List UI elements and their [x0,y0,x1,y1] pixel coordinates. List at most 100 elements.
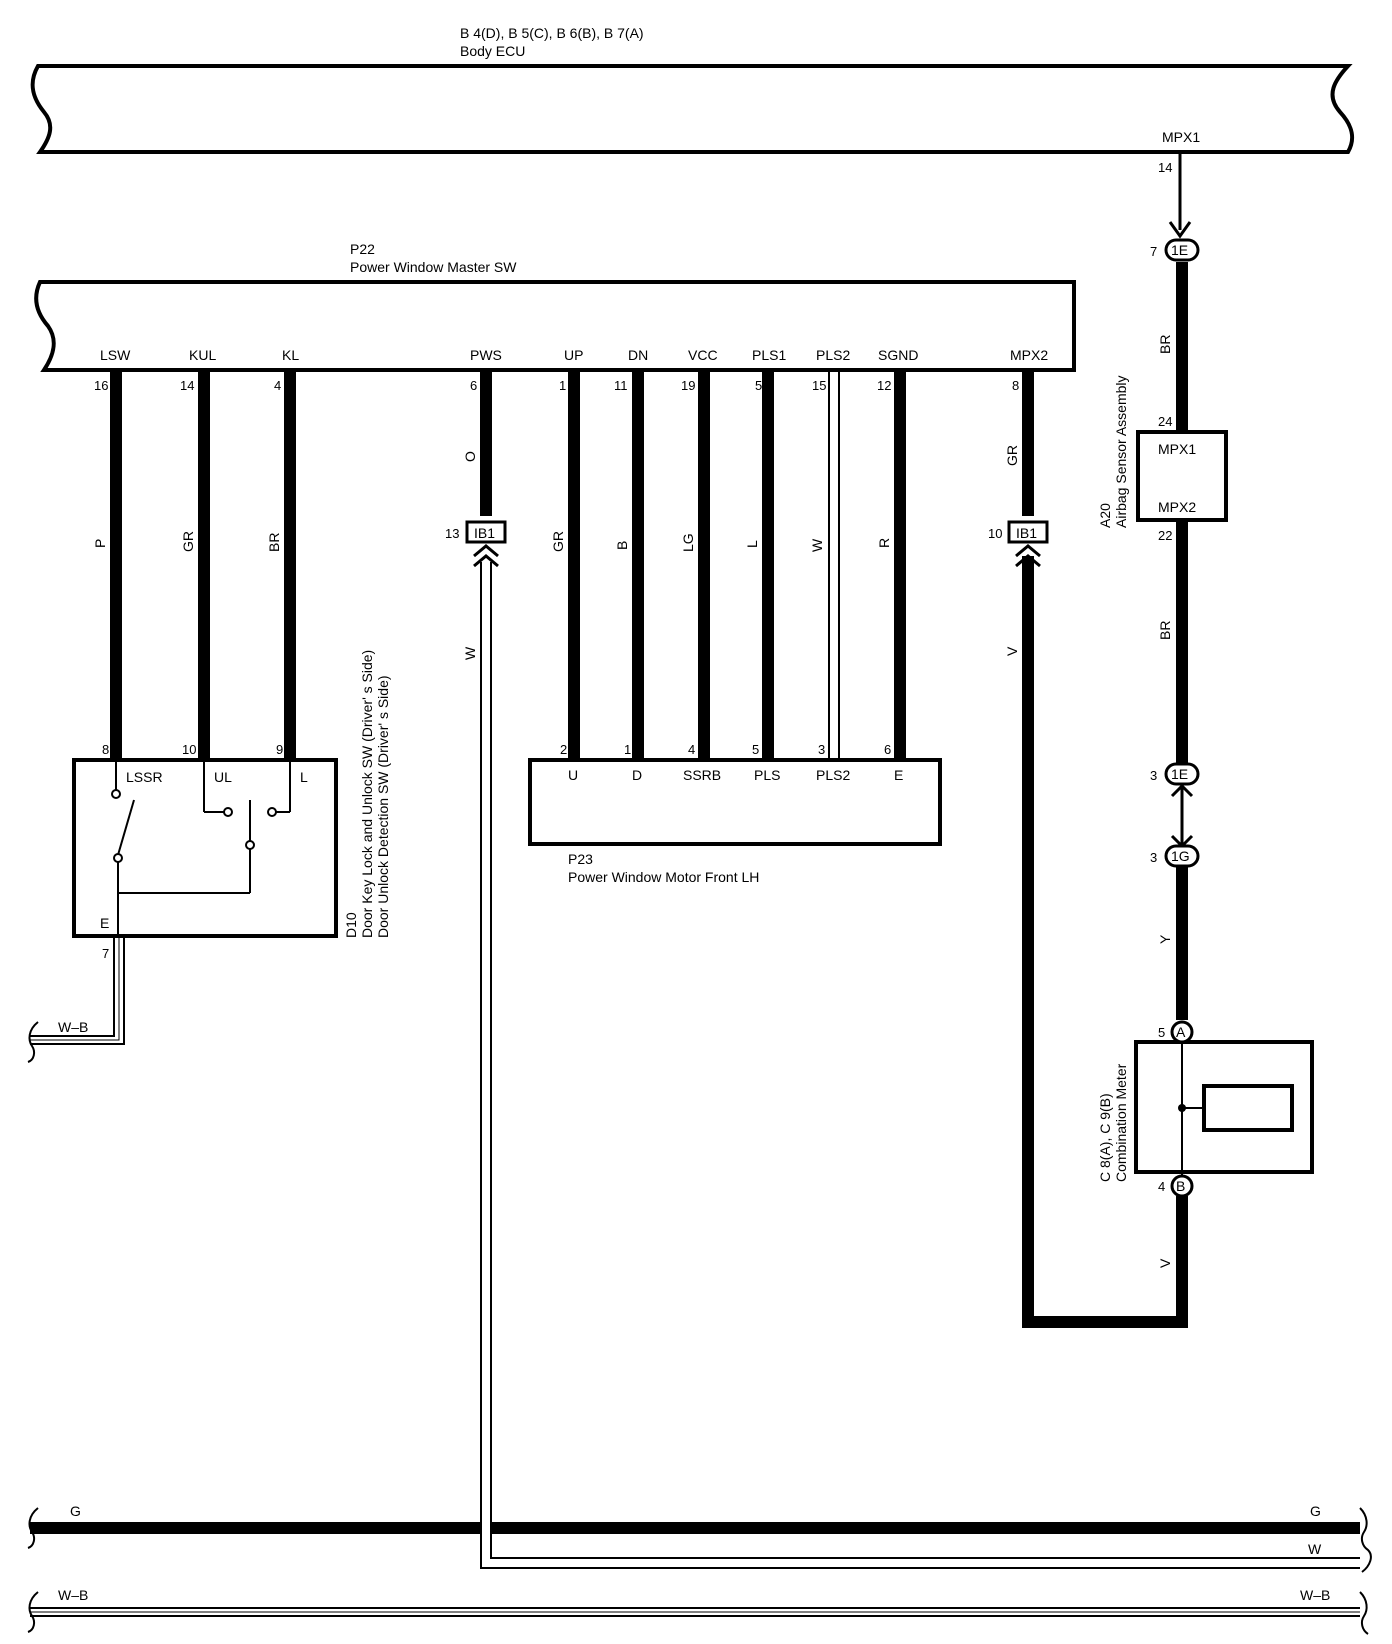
door-sw-pin-9: 9 [276,742,283,757]
door-sw-code: D10 [343,912,359,938]
door-sw-pin-8: 8 [102,742,109,757]
wire-label-pws: O [462,451,478,462]
wire-label-airbag-to-1e: BR [1157,621,1173,640]
door-sw-name-2: Door Unlock Detection SW (Driver' s Side… [375,675,391,938]
wire-label-vcc: LG [680,533,696,552]
connector-1e-1g-link [1170,783,1194,849]
connector-ib1-left-id: IB1 [474,525,495,541]
meter-connector-b: B [1176,1178,1185,1194]
connector-ib1-right-pin: 10 [988,526,1002,541]
motor-pin-3: 3 [818,742,825,757]
door-sw-pin-10: 10 [182,742,196,757]
power-window-motor: U D SSRB PLS PLS2 E 2 1 4 5 3 6 P23 Powe… [528,742,942,885]
bus-wb-label-right: W–B [1300,1587,1330,1603]
motor-terminal-e: E [894,767,903,783]
motor-pin-2: 2 [560,742,567,757]
pin-vcc: 19 [681,378,695,393]
door-sw-terminal-e: E [100,915,109,931]
pws-w-wire [480,562,1360,1569]
meter-name: Combination Meter [1113,1063,1129,1182]
master-sw-name: Power Window Master SW [350,259,517,275]
terminal-kul: KUL [189,347,216,363]
terminal-sgnd: SGND [878,347,918,363]
door-sw-name-1: Door Key Lock and Unlock SW (Driver' s S… [359,650,375,938]
meter-connector-a: A [1176,1024,1186,1040]
airbag-sensor: MPX1 MPX2 24 22 A20 Airbag Sensor Assemb… [1097,375,1228,543]
bus-g-label-left: G [70,1503,81,1519]
door-key-switch: LSSR UL L E 8 10 9 7 D10 Door Key Lock [72,650,391,961]
wire-label-dn: B [614,541,630,550]
wire-label-1g-to-meter: Y [1157,934,1173,944]
motor-pin-1: 1 [624,742,631,757]
body-ecu-code: B 4(D), B 5(C), B 6(B), B 7(A) [460,25,644,41]
bus-g-label-right: G [1310,1503,1321,1519]
motor-terminal-pls: PLS [754,767,780,783]
connector-1e-top-pin: 7 [1150,244,1157,259]
power-window-master-sw: P22 Power Window Master SW [34,241,1076,372]
bus-wb [30,1607,1360,1617]
body-ecu-name: Body ECU [460,43,525,59]
pin-sgnd: 12 [877,378,891,393]
door-sw-terminal-l: L [300,769,308,785]
wire-label-kul: GR [180,531,196,552]
connector-1e-top: 1E 7 [1150,238,1200,262]
connector-ib1-left: IB1 13 [445,520,507,568]
wire-label-pls2: W [809,538,825,552]
pin-pws: 6 [470,378,477,393]
motor-terminal-u: U [568,767,578,783]
airbag-name: Airbag Sensor Assembly [1113,375,1129,528]
airbag-terminal-mpx1: MPX1 [1158,441,1196,457]
body-ecu: B 4(D), B 5(C), B 6(B), B 7(A) Body ECU … [30,25,1355,175]
pin-kl: 4 [274,378,281,393]
airbag-code: A20 [1097,503,1113,528]
wire-label-pws-down: W [462,646,478,660]
motor-terminal-pls2: PLS2 [816,767,850,783]
wire-label-meter-return: V [1157,1258,1173,1268]
combination-meter: A B 5 4 C 8(A), C 9(B) Combination Meter [1097,1020,1314,1198]
pin-dn: 11 [614,378,628,393]
terminal-pls1: PLS1 [752,347,786,363]
connector-ib1-right-id: IB1 [1016,525,1037,541]
airbag-pin-24: 24 [1158,414,1172,429]
motor-terminal-ssrb: SSRB [683,767,721,783]
bus-wb-label-left: W–B [58,1587,88,1603]
terminal-kl: KL [282,347,299,363]
airbag-terminal-mpx2: MPX2 [1158,499,1196,515]
terminal-dn: DN [628,347,648,363]
motor-pin-6: 6 [884,742,891,757]
wire-color-labels: P GR BR O GR B LG L W R GR W V [92,445,1020,660]
motor-name: Power Window Motor Front LH [568,869,759,885]
terminal-up: UP [564,347,583,363]
wire-label-kl: BR [266,533,282,552]
terminal-vcc: VCC [688,347,718,363]
door-sw-terminal-ul: UL [214,769,232,785]
wire-label-ecu-to-airbag: BR [1157,335,1173,354]
motor-terminal-d: D [632,767,642,783]
terminal-pls2: PLS2 [816,347,850,363]
master-sw-code: P22 [350,241,375,257]
connector-1e-bottom-id: 1E [1171,766,1188,782]
pin-pls1: 5 [755,378,762,393]
motor-code: P23 [568,851,593,867]
meter-code: C 8(A), C 9(B) [1097,1093,1113,1182]
master-sw-terminals: LSW 16 KUL 14 KL 4 PWS 6 UP 1 DN 11 VCC … [94,347,1048,393]
bus-w-label-right: W [1308,1541,1322,1557]
wire-label-up: GR [550,531,566,552]
connector-1g-pin: 3 [1150,850,1157,865]
door-sw-pin-7: 7 [102,946,109,961]
pin-pls2: 15 [812,378,826,393]
terminal-lsw: LSW [100,347,131,363]
pin-kul: 14 [180,378,194,393]
meter-pin-5: 5 [1158,1025,1165,1040]
wire-label-lsw: P [92,539,108,548]
body-ecu-terminal-mpx1: MPX1 [1162,129,1200,145]
door-sw-terminal-lssr: LSSR [126,769,163,785]
airbag-pin-22: 22 [1158,528,1172,543]
bus-g: G G [30,1503,1360,1534]
connector-1g: 1G 3 [1150,844,1200,868]
connector-1g-id: 1G [1171,848,1190,864]
connector-ib1-right: IB1 10 [988,520,1049,568]
pin-lsw: 16 [94,378,108,393]
connector-ib1-left-pin: 13 [445,526,459,541]
